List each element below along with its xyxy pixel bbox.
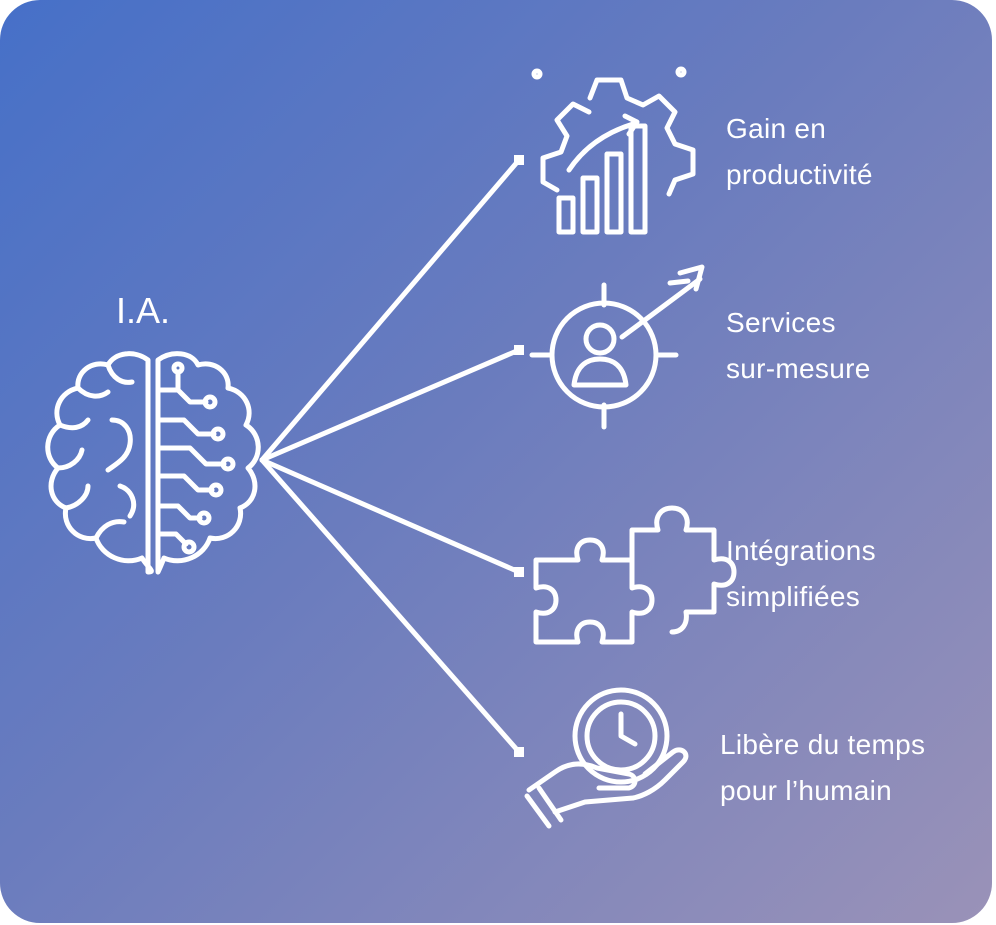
connector-end-dot bbox=[514, 747, 524, 757]
benefit-line: simplifiées bbox=[726, 581, 861, 612]
benefit-line: Libère du temps bbox=[720, 729, 926, 760]
connector-end-dot bbox=[514, 155, 524, 165]
benefit-line: pour l’humain bbox=[720, 775, 892, 806]
connector-services bbox=[259, 347, 522, 463]
benefit-line: Services bbox=[726, 307, 836, 338]
connector-end-dot bbox=[514, 567, 524, 577]
benefit-label-services: Services sur-mesure bbox=[726, 300, 871, 392]
benefit-line: productivité bbox=[726, 159, 873, 190]
target-user-icon bbox=[529, 264, 705, 430]
benefit-label-productivity: Gain en productivité bbox=[726, 106, 873, 198]
connector-time bbox=[259, 457, 522, 755]
benefit-line: Intégrations bbox=[726, 535, 876, 566]
benefit-label-time: Libère du temps pour l’humain bbox=[720, 722, 925, 814]
hand-clock-icon bbox=[524, 687, 689, 829]
brain-circuit-icon bbox=[45, 351, 261, 575]
benefit-label-integrations: Intégrations simplifiées bbox=[726, 528, 876, 620]
connector-productivity bbox=[259, 157, 522, 463]
ai-title: I.A. bbox=[116, 290, 171, 331]
benefit-line: Gain en bbox=[726, 113, 827, 144]
gear-chart-icon bbox=[531, 66, 696, 235]
connector-integrations bbox=[259, 457, 522, 575]
benefit-line: sur-mesure bbox=[726, 353, 871, 384]
puzzle-icon bbox=[533, 505, 737, 645]
connector-end-dot bbox=[514, 345, 524, 355]
connector-lines bbox=[259, 155, 524, 757]
